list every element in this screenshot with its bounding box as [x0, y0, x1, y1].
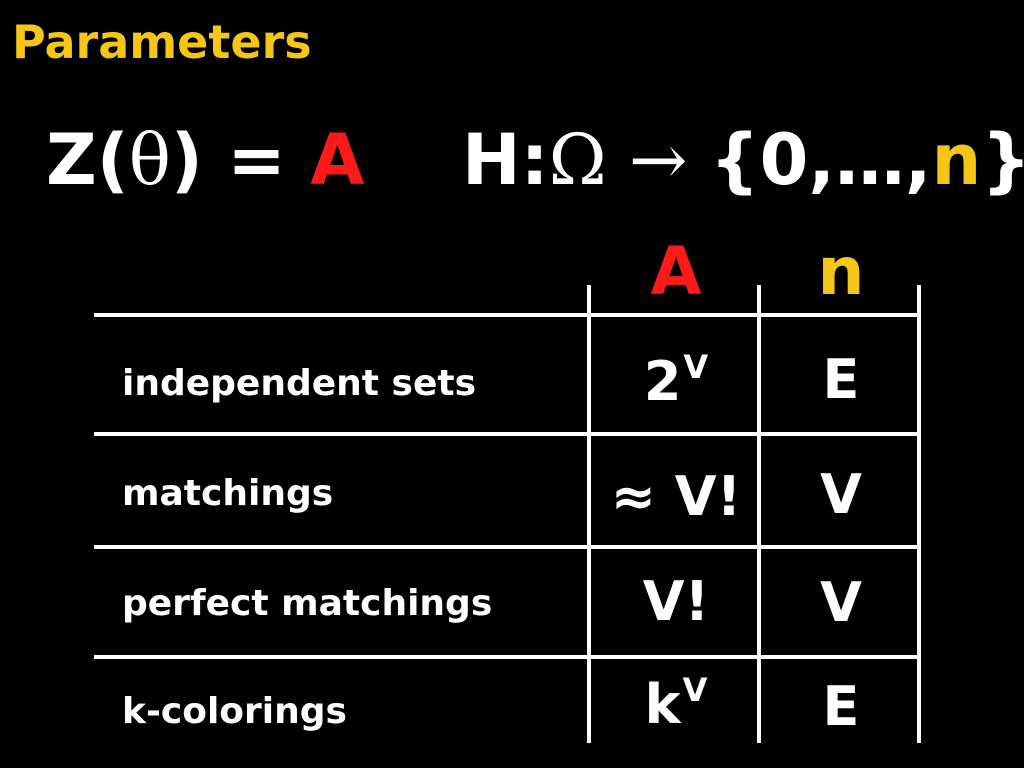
table-rule-3	[94, 655, 920, 659]
table-divider-3	[917, 285, 921, 743]
table-cell-n: V	[820, 571, 862, 634]
table-cell-n: V	[820, 463, 862, 526]
table-rule-1	[94, 432, 920, 436]
table-row-label: perfect matchings	[122, 583, 493, 624]
cell-a-base: ≈ V!	[610, 465, 742, 528]
formula-h-set-close: }	[981, 119, 1024, 201]
cell-a-base: 2	[643, 350, 682, 413]
formula-h-prefix: H:	[462, 119, 549, 201]
cell-a-base: k	[644, 673, 681, 736]
column-header-n: n	[817, 233, 865, 310]
table-cell-a: V!	[592, 570, 760, 634]
theta-symbol: θ	[128, 119, 171, 201]
arrow-symbol: →	[606, 119, 710, 201]
table-divider-2	[757, 285, 761, 743]
formula-z-rhs: A	[310, 119, 365, 201]
formula-h-n: n	[931, 119, 982, 201]
table-rule-2	[94, 545, 920, 549]
hamiltonian-formula: H:Ω → {0,…,n}	[462, 118, 1024, 202]
table-cell-n: E	[822, 675, 860, 738]
cell-a-exponent: V	[682, 671, 708, 709]
formula-z-middle: ) =	[170, 119, 311, 201]
table-rule-top	[94, 313, 920, 317]
table-cell-a: kV	[592, 671, 760, 744]
slide-title: Parameters	[12, 15, 312, 69]
partition-formula: Z(θ) = A	[46, 118, 364, 202]
column-header-a: A	[650, 233, 702, 310]
cell-a-base: V!	[642, 570, 710, 633]
formula-z-prefix: Z(	[46, 119, 129, 201]
omega-symbol: Ω	[548, 119, 607, 201]
cell-a-exponent: V	[683, 348, 709, 386]
table-row-label: k-colorings	[122, 691, 347, 732]
table-cell-a: 2V	[592, 348, 760, 421]
table-divider-1	[587, 285, 591, 743]
table-row-label: matchings	[122, 473, 334, 514]
formula-h-set-open: {0,…,	[709, 119, 932, 201]
table-cell-a: ≈ V!	[592, 465, 760, 529]
table-cell-n: E	[822, 348, 860, 411]
table-row-label: independent sets	[122, 363, 477, 404]
